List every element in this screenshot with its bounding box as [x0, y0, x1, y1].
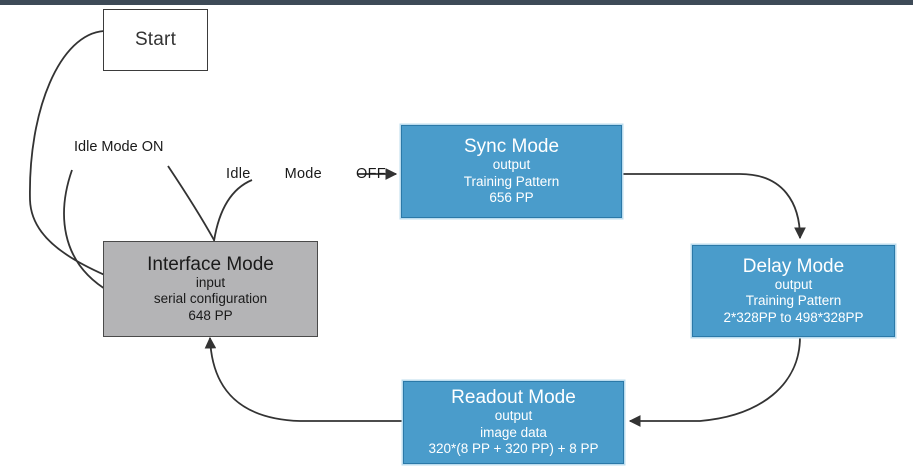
node-readout-mode-title: Readout Mode: [451, 387, 576, 409]
node-readout-mode-line2: image data: [480, 424, 547, 440]
edge-readout-to-interface: [204, 336, 403, 422]
edge-delay-to-readout: [628, 336, 801, 427]
node-readout-mode[interactable]: Readout Mode output image data 320*(8 PP…: [403, 381, 624, 464]
node-delay-mode-line2: Training Pattern: [745, 293, 842, 309]
edge-idle-mode-off: [213, 179, 253, 242]
node-interface-mode-line1: input: [195, 274, 226, 290]
node-interface-mode[interactable]: Interface Mode input serial configuratio…: [103, 241, 318, 337]
node-sync-mode-line1: output: [492, 157, 531, 173]
node-sync-mode-title: Sync Mode: [463, 136, 560, 158]
node-interface-mode-title: Interface Mode: [147, 253, 274, 275]
node-interface-mode-line2: serial configuration: [153, 291, 268, 307]
node-readout-mode-line1: output: [494, 408, 533, 424]
window-top-band: [0, 0, 913, 5]
node-delay-mode[interactable]: Delay Mode output Training Pattern 2*328…: [692, 245, 895, 337]
node-delay-mode-title: Delay Mode: [742, 255, 845, 277]
node-start-title: Start: [134, 29, 177, 50]
node-delay-mode-line1: output: [774, 276, 813, 292]
node-delay-mode-line3: 2*328PP to 498*328PP: [723, 309, 864, 325]
node-readout-mode-line3: 320*(8 PP + 320 PP) + 8 PP: [428, 441, 599, 457]
node-interface-mode-line3: 648 PP: [188, 307, 233, 323]
node-start[interactable]: Start: [103, 9, 208, 71]
node-sync-mode-line3: 656 PP: [489, 190, 534, 206]
edge-idle-mode-on-leader: [167, 165, 215, 241]
edge-sync-to-delay: [622, 173, 806, 240]
node-sync-mode[interactable]: Sync Mode output Training Pattern 656 PP: [401, 125, 622, 218]
node-sync-mode-line2: Training Pattern: [463, 173, 560, 189]
edge-label-idle-mode-on: Idle Mode ON: [74, 139, 164, 155]
edge-label-idle-mode-off: Idle Mode OFF: [226, 166, 386, 182]
